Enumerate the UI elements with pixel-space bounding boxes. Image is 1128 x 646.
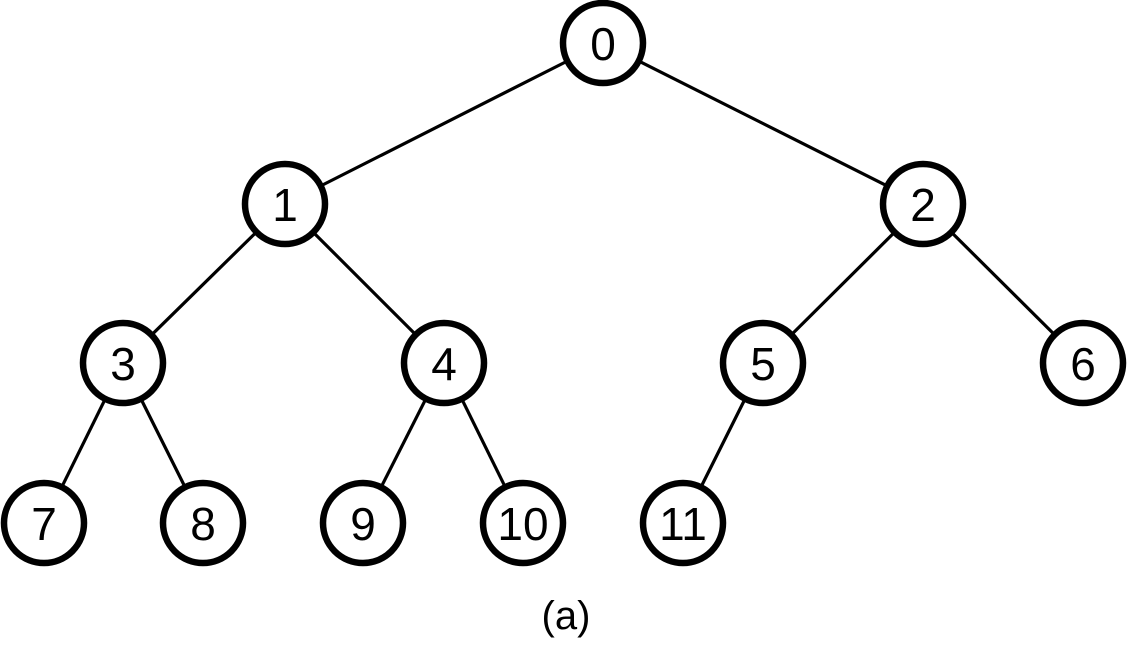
tree-edge-4-10: [459, 397, 508, 489]
tree-edge-5-11: [699, 397, 747, 489]
tree-node-10[interactable]: 10: [479, 479, 567, 567]
tree-edge-2-5: [789, 230, 897, 337]
tree-edge-0-2: [637, 59, 889, 188]
tree-node-label-0: 0: [590, 18, 616, 70]
tree-node-label-10: 10: [497, 498, 548, 550]
tree-node-circle-6[interactable]: [1039, 319, 1127, 407]
tree-node-6[interactable]: 6: [1039, 319, 1127, 407]
tree-node-circle-1[interactable]: [241, 160, 329, 248]
tree-node-label-6: 6: [1070, 338, 1096, 390]
tree-node-7[interactable]: 7: [0, 479, 88, 567]
tree-node-3[interactable]: 3: [79, 319, 167, 407]
tree-node-label-5: 5: [750, 338, 776, 390]
figure-caption: (a): [542, 594, 591, 638]
tree-node-2[interactable]: 2: [879, 160, 967, 248]
tree-node-label-1: 1: [272, 179, 298, 231]
tree-node-circle-0[interactable]: [559, 0, 647, 87]
tree-node-label-11: 11: [659, 498, 707, 550]
tree-node-4[interactable]: 4: [400, 319, 488, 407]
tree-node-circle-4[interactable]: [400, 319, 488, 407]
tree-node-circle-9[interactable]: [319, 479, 407, 567]
tree-node-label-9: 9: [350, 498, 376, 550]
tree-node-circle-11[interactable]: [639, 479, 727, 567]
tree-node-9[interactable]: 9: [319, 479, 407, 567]
edge-layer: [59, 59, 1057, 489]
tree-node-label-3: 3: [110, 338, 136, 390]
tree-node-label-8: 8: [190, 498, 216, 550]
tree-node-5[interactable]: 5: [719, 319, 807, 407]
tree-edge-1-4: [311, 230, 418, 337]
tree-node-0[interactable]: 0: [559, 0, 647, 87]
tree-edge-3-8: [139, 397, 187, 489]
tree-node-label-7: 7: [31, 498, 57, 550]
tree-node-label-4: 4: [431, 338, 457, 390]
tree-node-1[interactable]: 1: [241, 160, 329, 248]
tree-node-circle-10[interactable]: [479, 479, 567, 567]
tree-edge-0-1: [319, 59, 569, 188]
tree-node-circle-5[interactable]: [719, 319, 807, 407]
tree-edge-4-9: [379, 397, 428, 489]
tree-node-label-2: 2: [910, 179, 936, 231]
node-layer: 0 1 2 3 4 5 6 7 8 9 10 11: [0, 0, 1127, 567]
tree-node-8[interactable]: 8: [159, 479, 247, 567]
tree-node-circle-2[interactable]: [879, 160, 967, 248]
tree-edge-2-6: [949, 230, 1057, 337]
tree-node-11[interactable]: 11: [639, 479, 727, 567]
tree-edge-1-3: [149, 230, 259, 337]
tree-node-circle-3[interactable]: [79, 319, 167, 407]
tree-node-circle-7[interactable]: [0, 479, 88, 567]
tree-edge-3-7: [59, 397, 108, 489]
tree-node-circle-8[interactable]: [159, 479, 247, 567]
